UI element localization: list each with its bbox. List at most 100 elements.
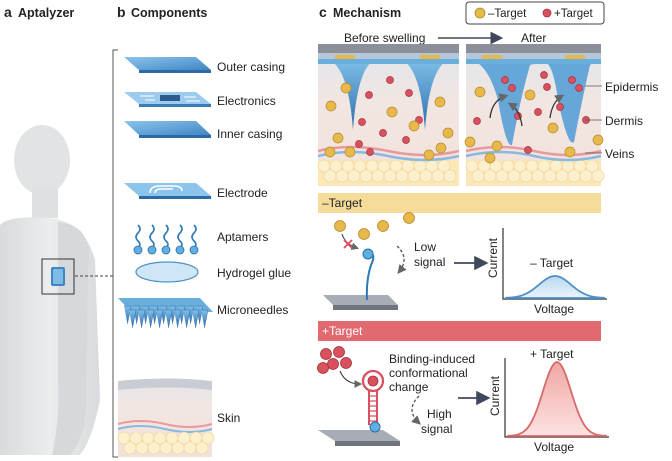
fat-cell <box>483 169 497 183</box>
fat-cell <box>159 441 173 455</box>
fat-cell <box>395 169 409 183</box>
label-epidermis: Epidermis <box>605 80 658 94</box>
minus-target-plot: – Target Voltage Current <box>486 228 607 316</box>
aptamer-strand <box>163 224 169 248</box>
fat-cell <box>135 441 149 455</box>
plus-target-electrode-scene <box>317 346 421 446</box>
fat-cell <box>183 441 197 455</box>
minus-target-particle <box>325 100 337 112</box>
fat-cell <box>123 441 137 455</box>
minus-target-particle <box>491 140 503 152</box>
legend-minus-target: –Target <box>488 8 527 20</box>
microneedles-graphic <box>118 298 213 329</box>
label-inner-casing: Inner casing <box>217 127 282 141</box>
aptamer-bead <box>189 245 199 255</box>
needle-cone <box>156 309 164 329</box>
arm-device <box>41 258 75 295</box>
fat-cell <box>201 431 215 445</box>
after-skin-block <box>464 44 605 186</box>
minus-target-particle <box>324 146 336 158</box>
label-veins: Veins <box>605 147 634 161</box>
minus-target-electrode-scene <box>323 212 415 310</box>
minus-target-particle <box>474 86 486 98</box>
plus-conf-line3: change <box>389 380 429 394</box>
human-silhouette <box>0 125 100 455</box>
plus-target-dot-icon <box>542 8 552 18</box>
minus-target-particle <box>524 89 536 101</box>
needle-cone <box>192 309 200 329</box>
plus-target-particle <box>366 148 374 156</box>
minus-peak-curve <box>505 275 605 299</box>
fat-cell <box>555 169 569 183</box>
plus-target-particle <box>402 136 410 144</box>
fat-cell <box>359 169 373 183</box>
fat-cell <box>519 169 533 183</box>
components-bracket <box>112 49 118 458</box>
aptamer-bead <box>147 245 157 255</box>
fat-cell <box>531 169 545 183</box>
minus-target-particle <box>386 106 398 118</box>
needle-cone <box>147 309 155 329</box>
electrode-graphic <box>124 183 211 199</box>
plus-target-particle <box>386 76 394 84</box>
target-legend: –Target +Target <box>465 1 605 25</box>
label-microneedles: Microneedles <box>217 303 288 317</box>
minus-target-particle <box>442 127 454 139</box>
plus-target-particle <box>355 140 363 148</box>
needle-cone <box>129 309 137 329</box>
fat-cell <box>419 169 433 183</box>
needle-cone <box>165 309 173 329</box>
plus-target-particle <box>473 117 481 125</box>
plus-target-particle <box>540 71 548 79</box>
fat-cell <box>431 169 445 183</box>
minus-low-label: Low <box>414 240 436 254</box>
plus-target-particle <box>358 118 366 126</box>
fat-cell <box>335 169 349 183</box>
plus-target-particle <box>415 116 423 124</box>
minus-signal-label: signal <box>414 255 445 269</box>
plus-target-particle <box>543 83 551 91</box>
plus-conf-line2: conformational <box>389 366 468 380</box>
minus-target-particle <box>344 146 356 158</box>
aptamer-bead <box>133 245 143 255</box>
fat-cell <box>567 169 581 183</box>
panel-b-letter: b <box>117 4 126 20</box>
fat-cell <box>543 169 557 183</box>
fat-cell <box>323 169 337 183</box>
aptamers-graphic <box>133 224 199 255</box>
plus-plot-xlabel: Voltage <box>534 440 574 454</box>
minus-target-banner-text: –Target <box>322 196 363 210</box>
minus-plot-title: – Target <box>530 256 574 270</box>
minus-target-particle <box>423 149 435 161</box>
minus-target-particle <box>484 152 496 164</box>
fat-cell <box>495 169 509 183</box>
fat-cell <box>171 441 185 455</box>
aptamer-bead <box>175 245 185 255</box>
plus-target-particle <box>534 108 542 116</box>
plus-target-particle <box>405 89 413 97</box>
minus-target-particle <box>408 120 420 132</box>
panel-a-title: Aptalyzer <box>18 6 74 20</box>
plus-plot-ylabel: Current <box>488 375 502 416</box>
label-electronics: Electronics <box>217 94 276 108</box>
minus-target-particle <box>332 132 344 144</box>
hydrogel-graphic <box>135 261 199 283</box>
fat-cell <box>147 441 161 455</box>
plus-target-particle <box>365 91 373 99</box>
fat-cell <box>471 169 485 183</box>
after-label: After <box>521 31 546 45</box>
fat-cell <box>579 169 593 183</box>
plus-target-plot: + Target Voltage Current <box>488 347 609 454</box>
legend-plus-target: +Target <box>554 8 593 20</box>
minus-target-particle <box>340 82 352 94</box>
plus-target-particle <box>524 146 532 154</box>
plus-target-particle <box>379 129 387 137</box>
needle-cone <box>174 309 182 329</box>
label-hydrogel-glue: Hydrogel glue <box>217 266 291 280</box>
fat-cell <box>507 169 521 183</box>
plus-high-label: High <box>427 407 452 421</box>
minus-plot-xlabel: Voltage <box>534 302 574 316</box>
fat-cell <box>591 169 605 183</box>
aptamer-strand <box>191 224 197 248</box>
